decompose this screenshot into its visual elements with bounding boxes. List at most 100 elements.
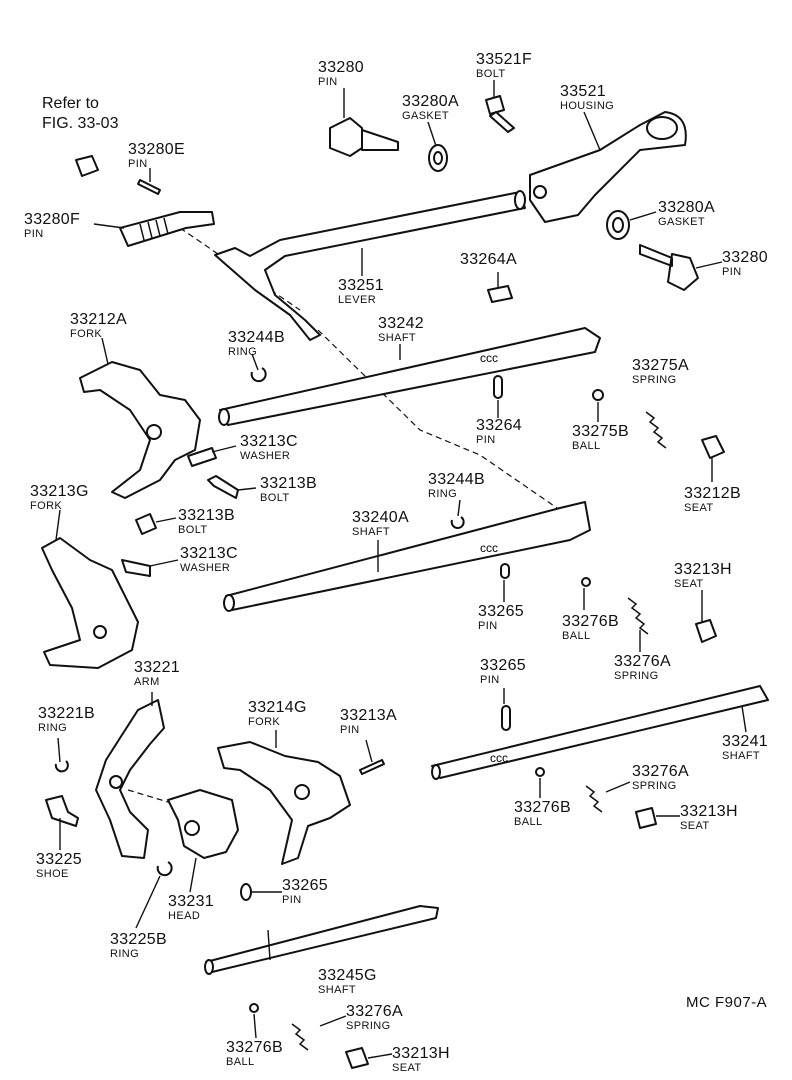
pin-33213a xyxy=(359,759,385,775)
ring-33244b-top xyxy=(250,367,267,383)
pin-33265-mid xyxy=(500,563,510,579)
part-name: SEAT xyxy=(674,578,704,590)
shaft-33240a-end xyxy=(223,594,235,612)
lever-33251 xyxy=(214,191,526,341)
pin-33280f-coil xyxy=(139,217,169,241)
part-name: BOLT xyxy=(178,524,208,536)
fork-33213g-hole xyxy=(93,625,107,639)
part-number: 33221 xyxy=(134,659,180,676)
leader-lines xyxy=(55,80,747,1059)
part-number: 33276B xyxy=(514,799,571,816)
label-33264a: 33264A xyxy=(460,252,517,269)
shaft-33245g-end xyxy=(204,959,214,975)
pin-33265-low xyxy=(240,883,252,901)
ring-33244b-mid xyxy=(450,516,465,529)
washer-33213c-top xyxy=(187,447,217,467)
bolt-33521f xyxy=(485,95,515,133)
part-name: WASHER xyxy=(180,562,231,574)
housing-33521 xyxy=(529,111,687,223)
part-name: SPRING xyxy=(632,374,677,386)
arm-33221 xyxy=(95,699,165,859)
part-name: SPRING xyxy=(614,670,659,682)
part-name: SPRING xyxy=(632,780,677,792)
figure-code: MC F907-A xyxy=(686,994,768,1011)
shaft-33242-notch: ccc xyxy=(480,351,498,365)
head-33231 xyxy=(167,789,239,859)
part-name: SHAFT xyxy=(352,526,391,538)
part-number: 33521 xyxy=(560,83,606,100)
part-number: 33212A xyxy=(70,311,127,328)
part-number: 33241 xyxy=(722,733,768,750)
part-number: 33280A xyxy=(402,93,459,110)
part-number: 33244B xyxy=(428,471,485,488)
fork-33212a xyxy=(79,361,201,499)
part-name: BALL xyxy=(514,816,543,828)
part-name: SHAFT xyxy=(722,750,761,762)
part-number: 33275B xyxy=(572,423,629,440)
part-number: 33213B xyxy=(178,507,235,524)
part-name: LEVER xyxy=(338,294,377,306)
part-name: PIN xyxy=(282,894,302,906)
shaft-33242-end xyxy=(218,408,230,426)
part-number: 33265 xyxy=(480,657,526,674)
seat-33213h-right xyxy=(635,807,657,829)
reference-note: Refer to FIG. 33-03 xyxy=(42,94,118,134)
fork-33212a-hole xyxy=(146,424,162,440)
part-number: 33242 xyxy=(378,315,424,332)
gasket-33280a-top-hole xyxy=(433,151,443,165)
part-name: PIN xyxy=(480,674,500,686)
seat-33212b xyxy=(701,435,725,459)
part-name: SHOE xyxy=(36,868,69,880)
part-number: 33213H xyxy=(674,561,732,578)
part-name: HEAD xyxy=(168,910,201,922)
part-number: 33213H xyxy=(680,803,738,820)
ring-33221b xyxy=(54,760,69,773)
part-number: 33276B xyxy=(226,1039,283,1056)
ball-33276b-mid xyxy=(581,577,591,587)
part-number: 33225 xyxy=(36,851,82,868)
shoe-33225 xyxy=(45,795,79,827)
part-number: 33240A xyxy=(352,509,409,526)
part-number: 33276A xyxy=(632,763,689,780)
part-name: BALL xyxy=(562,630,591,642)
plug-33264a xyxy=(487,285,513,303)
fork-33213g xyxy=(41,537,139,669)
gasket-33280a-right-hole xyxy=(612,217,624,233)
part-name: PIN xyxy=(128,158,148,170)
pin-33280-right xyxy=(639,244,699,291)
part-number: 33276A xyxy=(614,653,671,670)
part-number: 33280 xyxy=(318,59,364,76)
part-number: 33280A xyxy=(658,199,715,216)
part-name: BOLT xyxy=(476,68,506,80)
shaft-33245g xyxy=(205,905,439,973)
arm-33221-hole xyxy=(109,775,123,789)
part-number: 33265 xyxy=(282,877,328,894)
part-name: SPRING xyxy=(346,1020,391,1032)
part-number: 33225B xyxy=(110,931,167,948)
ball-33276b-low xyxy=(249,1003,259,1013)
part-name: HOUSING xyxy=(560,100,615,112)
part-name: RING xyxy=(428,488,458,500)
ball-33275b xyxy=(592,389,604,401)
part-name: GASKET xyxy=(402,110,450,122)
